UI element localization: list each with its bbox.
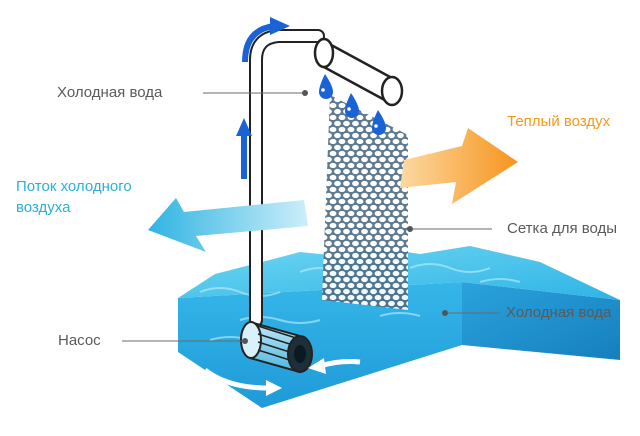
shower-pipe: [313, 37, 404, 107]
flow-up-arrow-icon: [236, 118, 252, 179]
warm-air-arrow-icon: [400, 128, 518, 204]
circulation-arrows: [203, 358, 361, 396]
water-tank-front: [178, 282, 462, 408]
water-drop-icon: [372, 110, 386, 135]
water-drop-icon: [345, 93, 359, 118]
water-drops: [319, 74, 386, 135]
pipe: [249, 29, 325, 327]
label-warm-air: Теплый воздух: [507, 113, 611, 130]
water-tank-side: [462, 282, 620, 360]
label-cold-water-bottom: Холодная вода: [506, 304, 612, 321]
label-cold-water-top: Холодная вода: [57, 84, 163, 101]
label-cold-air-flow: Поток холодного воздуха: [16, 178, 132, 216]
leader-lines: [122, 90, 500, 344]
flow-curved-arrow-icon: [242, 17, 290, 63]
water-drop-icon: [319, 74, 333, 99]
cold-air-arrow-icon: [148, 198, 308, 252]
label-pump: Насос: [58, 332, 101, 349]
pump-icon: [240, 320, 313, 374]
water-mesh: [322, 95, 408, 310]
label-water-mesh: Сетка для воды: [507, 220, 618, 237]
